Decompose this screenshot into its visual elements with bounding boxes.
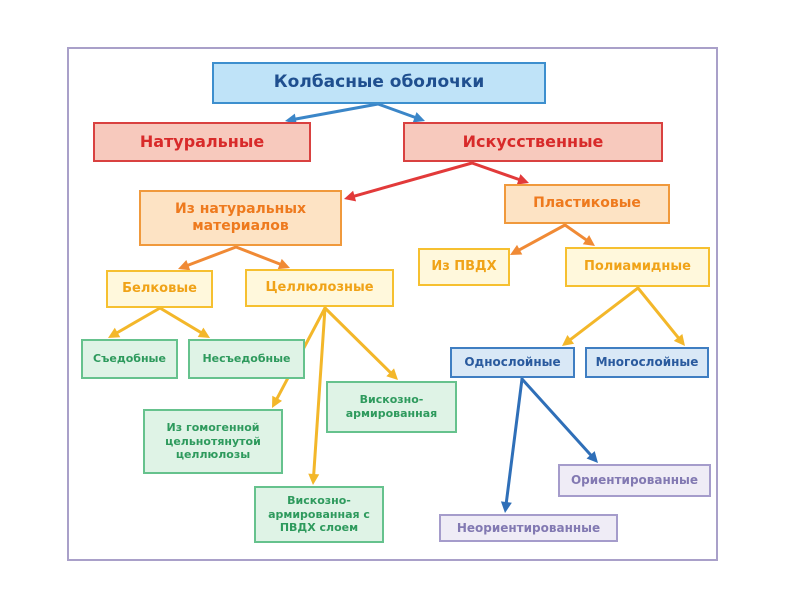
node-artificial: Искусственные (403, 122, 663, 162)
arrow-protein-edible (108, 306, 162, 338)
node-pvdc: Из ПВДХ (418, 248, 510, 286)
arrow-plastic-polyamide (563, 223, 595, 246)
node-protein: Белковые (106, 270, 213, 308)
arrow-cellulose-viscose (323, 306, 398, 380)
node-polyamide: Полиамидные (565, 247, 710, 287)
node-edible: Съедобные (81, 339, 178, 379)
arrow-single-nonoriented (500, 377, 524, 513)
arrow-plastic-pvdc (510, 223, 567, 255)
node-multi-layer: Многослойные (585, 347, 709, 378)
node-oriented: Ориентированные (558, 464, 711, 497)
node-natural: Натуральные (93, 122, 311, 162)
arrow-polyamide-multi (636, 286, 685, 346)
node-viscose-pvdc: Вискозно-армированная с ПВДХ слоем (254, 486, 384, 543)
node-viscose: Вискозно-армированная (326, 381, 457, 433)
node-root: Колбасные оболочки (212, 62, 546, 104)
node-from-natural: Из натуральных материалов (139, 190, 342, 246)
arrow-polyamide-single (562, 286, 640, 346)
node-inedible: Несъедобные (188, 339, 305, 379)
node-single-layer: Однослойные (450, 347, 575, 378)
node-plastic: Пластиковые (504, 184, 670, 224)
node-non-oriented: Неориентированные (439, 514, 618, 542)
arrow-artificial-plastic (470, 161, 529, 185)
node-cellulose: Целлюлозные (245, 269, 394, 307)
arrow-fromnat-protein (178, 245, 238, 271)
arrow-protein-inedible (158, 306, 210, 338)
arrow-single-oriented (520, 377, 598, 463)
arrow-cellulose-viscpvdc (308, 306, 327, 485)
arrow-fromnat-cellulose (234, 245, 290, 270)
arrow-root-natural (285, 102, 380, 125)
arrow-artificial-fromnat (344, 161, 474, 202)
arrow-root-artificial (376, 102, 425, 123)
node-homogeneous: Из гомогенной цельнотянутой целлюлозы (143, 409, 283, 474)
